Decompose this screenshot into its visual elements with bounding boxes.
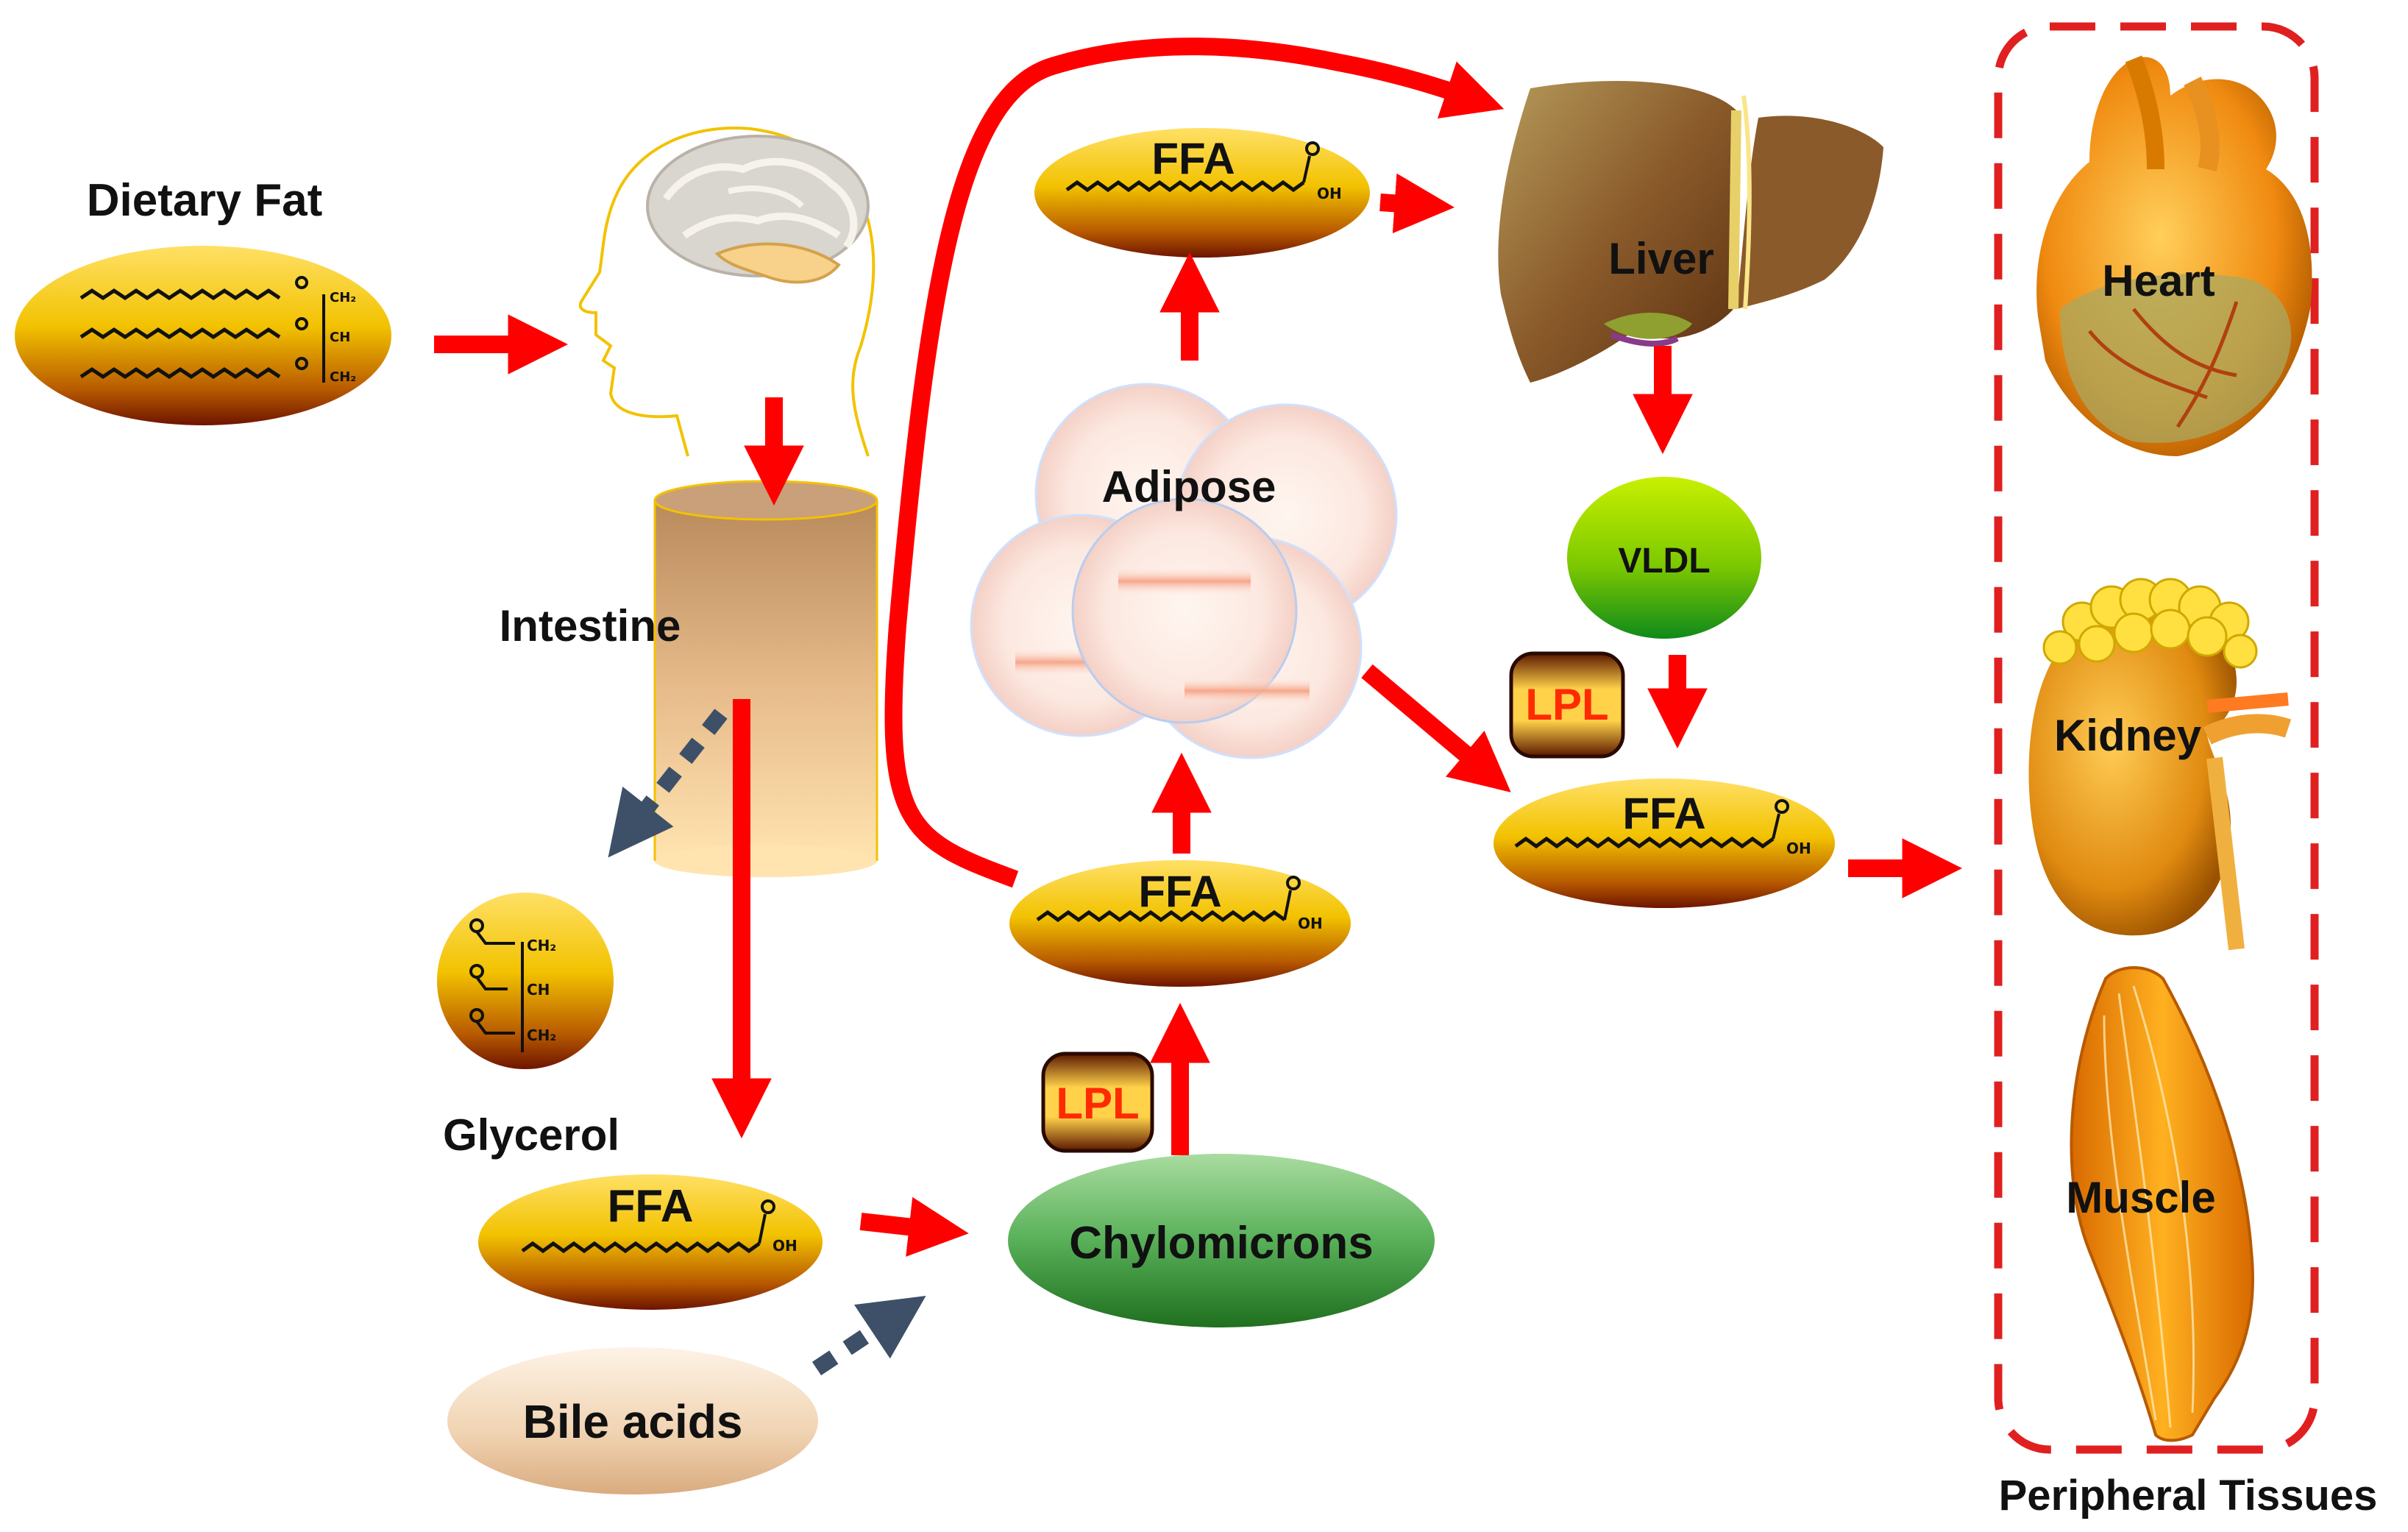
adipose-label: Adipose <box>1102 462 1276 511</box>
intestine-label: Intestine <box>500 601 681 650</box>
glycerol-label: Glycerol <box>443 1110 619 1160</box>
ffa-molecule-adipose: OH FFA <box>1034 128 1370 258</box>
peripheral-tissues-border <box>1994 22 2319 1454</box>
bile-acids-label: Bile acids <box>523 1395 743 1448</box>
heart-label: Heart <box>2102 256 2215 305</box>
arrow-adipose-to-circulating-ffa <box>1361 664 1511 792</box>
chylomicrons-oval <box>1008 1154 1435 1327</box>
ffa-adipose-label: FFA <box>1151 134 1235 183</box>
ffa-circulating-oh: OH <box>1786 840 1811 857</box>
dashed-arrow-bile-to-chylomicrons <box>811 1295 926 1376</box>
ffa-chylomicron-oh: OH <box>1298 915 1323 932</box>
ffa-molecule-intestinal: OH FFA <box>478 1174 823 1310</box>
liver-icon <box>1498 81 1883 383</box>
arrow-ffa-bypass-to-liver <box>884 38 1505 888</box>
vldl-oval <box>1567 477 1761 639</box>
glycerol-ch2-bottom: CH₂ <box>527 1026 556 1044</box>
lpl-upper-label: LPL <box>1525 680 1608 729</box>
glycerol-ch2-top: CH₂ <box>527 937 556 954</box>
dietary-fat-molecule: CH₂ CH CH₂ <box>15 246 391 425</box>
vldl-label: VLDL <box>1618 542 1710 581</box>
ffa-chylomicron-label: FFA <box>1138 867 1221 916</box>
kidney-icon <box>2028 578 2292 951</box>
adipose-cells-icon <box>970 383 1398 759</box>
arrow-ffa-to-chylomicrons <box>859 1196 969 1257</box>
peripheral-tissues-label: Peripheral Tissues <box>1999 1472 2378 1519</box>
dietary-fat-ch2-top: CH₂ <box>330 290 356 305</box>
lpl-box-upper: LPL <box>1509 651 1625 759</box>
ffa-intestinal-label: FFA <box>607 1181 693 1232</box>
muscle-icon <box>2070 966 2254 1442</box>
glycerol-molecule: CH₂ CH CH₂ <box>437 893 614 1069</box>
dietary-fat-ch2-bottom: CH₂ <box>330 369 356 385</box>
intestine-cylinder <box>653 480 878 877</box>
glycerol-ch: CH <box>527 981 550 999</box>
ffa-intestinal-oh: OH <box>773 1237 798 1255</box>
ffa-molecule-circulating: OH FFA <box>1494 779 1835 908</box>
arrow-ffa-to-liver <box>1379 173 1455 234</box>
ffa-molecule-chylomicron: OH FFA <box>1009 860 1351 987</box>
liver-label: Liver <box>1608 234 1713 283</box>
kidney-label: Kidney <box>2054 711 2202 760</box>
dietary-fat-ch: CH <box>330 330 350 345</box>
bile-acids-oval <box>447 1347 818 1494</box>
muscle-label: Muscle <box>2066 1173 2215 1222</box>
head-brain-icon <box>578 127 876 457</box>
ffa-circulating-label: FFA <box>1622 789 1705 838</box>
chylomicrons-label: Chylomicrons <box>1069 1218 1373 1269</box>
lpl-lower-label: LPL <box>1056 1079 1139 1128</box>
heart-icon <box>2036 55 2312 456</box>
dietary-fat-label: Dietary Fat <box>87 175 322 226</box>
lpl-box-lower: LPL <box>1041 1052 1154 1153</box>
ffa-adipose-oh: OH <box>1317 185 1342 202</box>
